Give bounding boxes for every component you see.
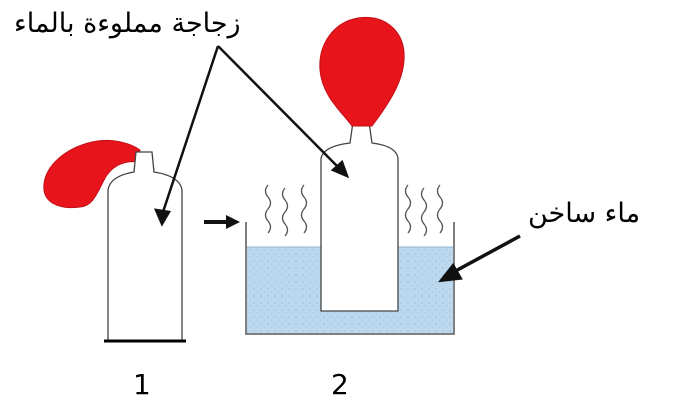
inflated-balloon-icon: [319, 16, 405, 127]
bottles-label: زجاجة مملوءة بالماء: [14, 8, 241, 39]
bottle-label-pointers: [153, 45, 350, 227]
steam-wave-icon: [264, 184, 444, 237]
deflated-balloon-icon: [43, 139, 141, 209]
hot-water-pointer: [438, 234, 521, 283]
hot-water-label: ماء ساخن: [528, 198, 641, 229]
bottle-1: [107, 151, 183, 340]
step-2-label: 2: [331, 368, 349, 401]
step-1-label: 1: [133, 368, 151, 401]
right-arrow-icon: [204, 215, 240, 229]
bottle-2: [320, 121, 399, 312]
